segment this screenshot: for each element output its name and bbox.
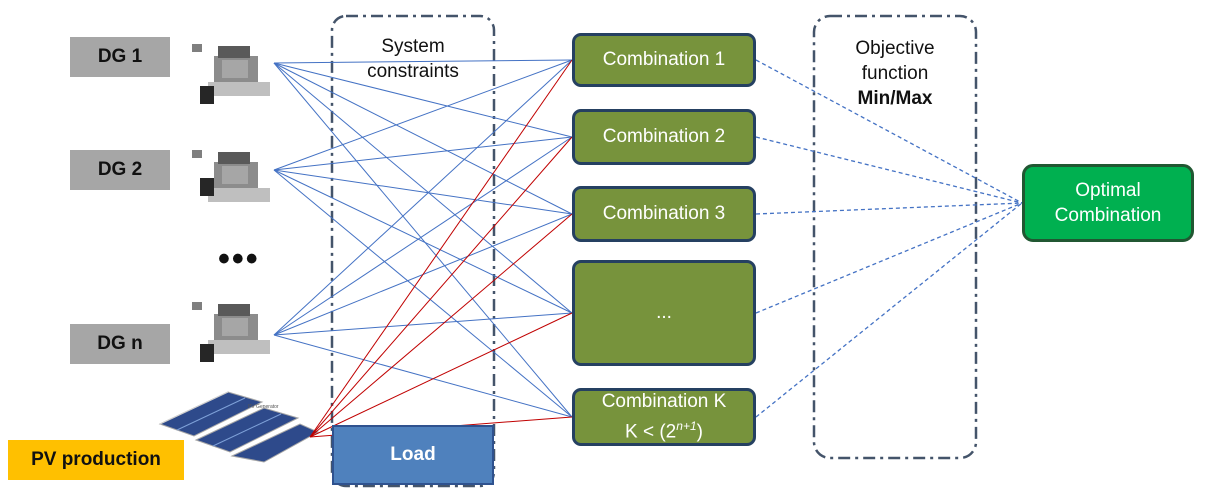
- dg-connection-line: [273, 62, 573, 138]
- pv-connection-line: [309, 213, 573, 438]
- solar-panel-icon: [158, 391, 320, 463]
- objective-connection-line: [755, 59, 1023, 204]
- objective-connection-line: [755, 202, 1023, 215]
- dg-connection-line: [273, 62, 573, 215]
- combination-box-ellipsis: ...: [572, 260, 756, 366]
- combination-k-condition: K < (2n+1): [625, 418, 703, 443]
- combination-box-1: Combination 1: [572, 33, 756, 87]
- optimal-line-1: Optimal: [1075, 180, 1141, 201]
- dg-connection-line: [273, 62, 573, 418]
- dg-connection-line: [273, 169, 573, 314]
- combination-box-2: Combination 2: [572, 109, 756, 165]
- constraints-line-1: System: [381, 36, 445, 57]
- objective-function-label: Objective function Min/Max: [818, 36, 972, 111]
- dg-connection-line: [273, 59, 573, 336]
- objective-connection-line: [755, 202, 1023, 418]
- generator-icon: [192, 302, 270, 362]
- objective-line-2: function: [861, 63, 929, 84]
- optimal-line-2: Combination: [1054, 205, 1162, 226]
- dg-connection-line: [273, 334, 573, 418]
- objective-connection-line: [755, 202, 1023, 314]
- pv-production-label: PV production: [8, 440, 184, 480]
- load-box: Load: [332, 425, 494, 485]
- objective-lines: [755, 59, 1023, 418]
- ellipsis: •••: [218, 240, 260, 278]
- dg-connection-line: [273, 59, 573, 171]
- objective-line-1: Objective: [855, 38, 935, 59]
- generator-icon: [192, 150, 270, 202]
- dg-label-n: DG n: [70, 324, 170, 364]
- dg-connection-line: [273, 169, 573, 418]
- connection-lines: [273, 59, 573, 438]
- pv-connection-line: [309, 136, 573, 438]
- objective-connection-line: [755, 136, 1023, 204]
- dg-connection-line: [273, 136, 573, 336]
- pv-connection-line: [309, 312, 573, 438]
- dg-label-2: DG 2: [70, 150, 170, 190]
- constraints-line-2: constraints: [367, 61, 459, 82]
- dg-connection-line: [273, 169, 573, 215]
- pv-connection-line: [309, 59, 573, 438]
- objective-boundary: [812, 14, 978, 460]
- dg-connection-line: [273, 62, 573, 314]
- dg-connection-line: [273, 59, 573, 64]
- combination-k-title: Combination K: [601, 390, 727, 412]
- dg-connection-line: [273, 312, 573, 336]
- dg-label-1: DG 1: [70, 37, 170, 77]
- constraints-boundary: [330, 14, 496, 488]
- system-constraints-label: System constraints: [336, 34, 490, 84]
- generator-icon: [192, 44, 270, 104]
- combination-box-k: Combination K K < (2n+1): [572, 388, 756, 446]
- optimal-combination-box: Optimal Combination: [1022, 164, 1194, 242]
- panel-caption: PV Generator: [248, 404, 279, 410]
- combination-box-3: Combination 3: [572, 186, 756, 242]
- dg-connection-line: [273, 136, 573, 171]
- objective-line-3: Min/Max: [857, 88, 933, 109]
